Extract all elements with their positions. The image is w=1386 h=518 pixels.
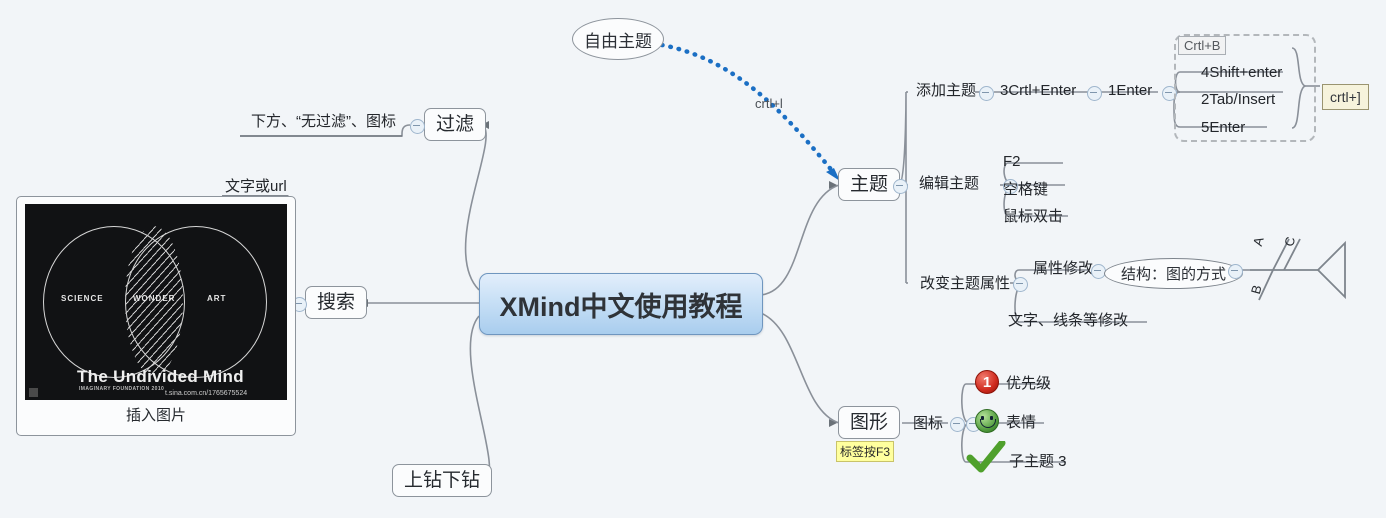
topic-add-item-1[interactable]: 2Tab/Insert xyxy=(1201,91,1276,108)
topic-add-item-0[interactable]: 4Shift+enter xyxy=(1201,64,1283,81)
topic-search[interactable]: 搜索 xyxy=(305,286,368,319)
topic-main-label: 主题 xyxy=(850,174,889,195)
topic-add[interactable]: 添加主题 xyxy=(916,82,977,99)
topic-filter[interactable]: 过滤 xyxy=(424,108,487,141)
image-title: The Undivided Mind xyxy=(77,367,244,386)
venn-label-right: ART xyxy=(207,294,227,303)
icon-label-priority[interactable]: 优先级 xyxy=(1006,375,1052,392)
collapse-toggle-add[interactable] xyxy=(979,86,994,101)
topic-filter-label: 过滤 xyxy=(436,114,475,135)
image-subtitle: IMAGINARY FOUNDATION 2010 xyxy=(79,386,165,392)
topic-search-label: 搜索 xyxy=(317,292,356,313)
topic-attrs-structure-label: 结构：图的方式 xyxy=(1121,266,1227,283)
smiley-eye-left xyxy=(981,416,984,420)
topic-edit-item-0[interactable]: F2 xyxy=(1003,153,1021,170)
topic-edit[interactable]: 编辑主题 xyxy=(919,175,980,192)
priority-1-icon-glyph: 1 xyxy=(982,373,992,391)
smiley-mouth xyxy=(980,419,996,428)
topic-add-chain-1[interactable]: 1Enter xyxy=(1108,82,1153,99)
topic-main[interactable]: 主题 xyxy=(838,168,901,201)
boundary-add-items xyxy=(1174,34,1316,142)
topic-shape[interactable]: 图形 xyxy=(838,406,901,439)
collapse-toggle-add-chain-1[interactable] xyxy=(1162,86,1177,101)
fishbone-label-a: A xyxy=(1249,235,1267,248)
fishbone-label-c: C xyxy=(1281,235,1299,248)
topic-add-item-2[interactable]: 5Enter xyxy=(1201,119,1246,136)
topic-filter-child[interactable]: 下方、“无过滤”、图标 xyxy=(251,113,396,130)
priority-1-icon[interactable]: 1 xyxy=(975,370,999,394)
floating-topic[interactable]: 自由主题 xyxy=(572,18,664,60)
topic-attrs-modify[interactable]: 属性修改 xyxy=(1033,260,1094,277)
topic-add-chain-0[interactable]: 3Crtl+Enter xyxy=(1000,82,1077,99)
collapse-toggle-structure[interactable] xyxy=(1228,264,1243,279)
topic-attrs-structure[interactable]: 结构：图的方式 xyxy=(1104,258,1244,289)
smiley-eye-right xyxy=(990,416,993,420)
floating-topic-label: 自由主题 xyxy=(584,31,652,51)
collapse-toggle-shape[interactable] xyxy=(950,417,965,432)
topic-drill-label: 上钻下钻 xyxy=(404,470,481,491)
topic-attrs-text-line[interactable]: 文字、线条等修改 xyxy=(1008,312,1129,329)
topic-attrs[interactable]: 改变主题属性 xyxy=(920,275,1011,292)
topic-insert-image[interactable]: SCIENCE WONDER ART The Undivided Mind IM… xyxy=(16,196,296,436)
topic-insert-image-label: 插入图片 xyxy=(125,407,186,424)
image-corner-mark xyxy=(29,388,38,397)
collapse-toggle-attrs[interactable] xyxy=(1013,277,1028,292)
collapse-toggle-add-chain-0[interactable] xyxy=(1087,86,1102,101)
fishbone-label-b: B xyxy=(1247,283,1265,296)
venn-label-center: WONDER xyxy=(133,294,176,303)
root-topic-label: XMind中文使用教程 xyxy=(499,291,743,322)
venn-label-left: SCIENCE xyxy=(61,294,104,303)
topic-shape-label: 图形 xyxy=(850,412,889,433)
topic-drill[interactable]: 上钻下钻 xyxy=(392,464,493,497)
icon-label-smiley[interactable]: 表情 xyxy=(1006,414,1037,431)
smiley-icon[interactable] xyxy=(975,409,999,433)
collapse-toggle-topic[interactable] xyxy=(893,179,908,194)
collapse-toggle-edit[interactable] xyxy=(1003,179,1018,194)
venn-intersection-hatch xyxy=(125,226,183,376)
topic-icons[interactable]: 图标 xyxy=(913,415,944,432)
root-topic[interactable]: XMind中文使用教程 xyxy=(479,273,763,335)
relationship-label: crtl+l xyxy=(755,96,783,111)
check-icon[interactable] xyxy=(966,441,1006,475)
topic-edit-item-1[interactable]: 空格键 xyxy=(1003,181,1049,198)
boundary-title-tag: Crtl+B xyxy=(1178,36,1227,55)
image-watermark: t.sina.com.cn/1765675524 xyxy=(165,390,248,397)
topic-search-child-text[interactable]: 文字或url xyxy=(225,178,287,195)
topic-shape-tag: 标签按F3 xyxy=(836,441,895,462)
topic-edit-item-2[interactable]: 鼠标双击 xyxy=(1003,208,1064,225)
summary-add-shortcut: crtl+] xyxy=(1322,84,1369,110)
image-thumbnail: SCIENCE WONDER ART The Undivided Mind IM… xyxy=(25,204,287,400)
icon-label-subtopic[interactable]: 子主题 3 xyxy=(1009,453,1067,470)
collapse-toggle-filter[interactable] xyxy=(410,119,425,134)
